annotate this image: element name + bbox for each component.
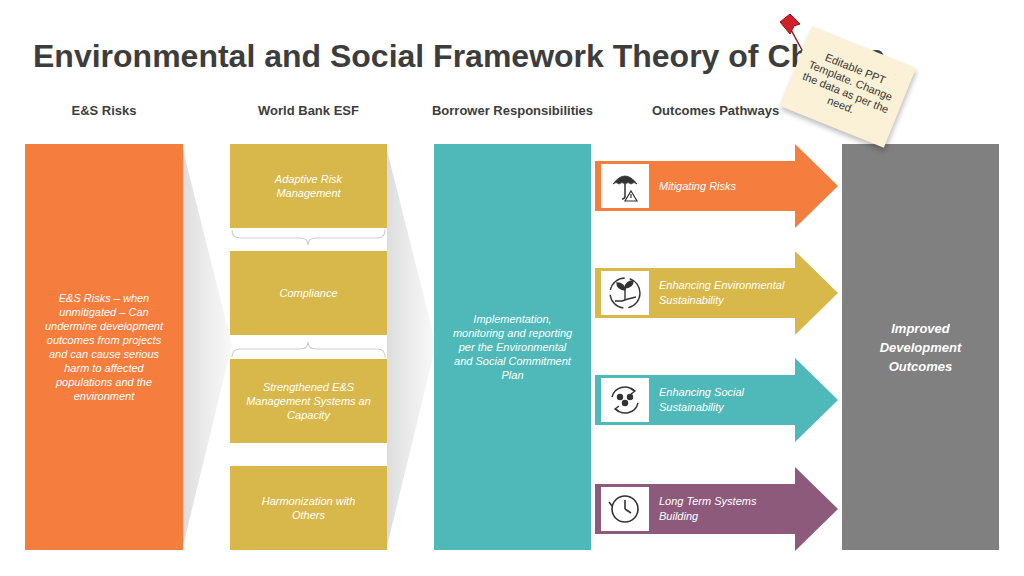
framework-box: Harmonization with Others	[230, 466, 387, 550]
column-header: E&S Risks	[15, 102, 193, 119]
note-text: Editable PPT Template. Change the data a…	[796, 46, 901, 129]
bracket	[232, 342, 385, 357]
risk-box: E&S RisksE&S Risks – when unmitigated – …	[25, 144, 183, 550]
arrow-fill	[595, 467, 838, 551]
node-text: Enhancing Social Sustainability	[659, 375, 789, 425]
node-text: Compliance	[230, 251, 387, 335]
node-text: Improved Development Outcomes	[842, 144, 999, 550]
arrow-fill	[595, 358, 838, 442]
node-text: Harmonization with Others	[230, 466, 387, 550]
responsibility-box: Borrower ResponsibilitiesImplementation,…	[434, 144, 591, 550]
framework-box: Strengthened E&S Management Systems an C…	[230, 359, 387, 443]
node-text: Adaptive Risk Management	[230, 144, 387, 228]
funnel-shape	[183, 150, 232, 546]
column-header: World Bank ESF	[222, 102, 395, 119]
pathway-arrow: Enhancing Social Sustainability	[595, 358, 838, 442]
column-header: Borrower Responsibilities	[424, 102, 601, 119]
pin-head	[780, 14, 800, 34]
node-text: Mitigating Risks	[659, 161, 789, 211]
pathway-arrow: Enhancing Environmental Sustainability	[595, 251, 838, 335]
node-text: Implementation, monitoring and reporting…	[434, 144, 591, 550]
framework-box: Adaptive Risk Management	[230, 144, 387, 228]
arrow-fill	[595, 144, 838, 228]
pathway-arrow: Long Term Systems Building	[595, 467, 838, 551]
bracket	[232, 230, 385, 245]
node-text: Long Term Systems Building	[659, 484, 789, 534]
node-text: Enhancing Environmental Sustainability	[659, 268, 789, 318]
arrow-fill	[595, 251, 838, 335]
pathway-arrow: Mitigating Risks	[595, 144, 838, 228]
framework-box: Compliance	[230, 251, 387, 335]
arrow-shape	[595, 467, 838, 551]
funnel-shape	[387, 150, 436, 546]
node-text: Strengthened E&S Management Systems an C…	[230, 359, 387, 443]
outcome-box: Improved Development Outcomes	[842, 144, 999, 550]
arrow-shape	[595, 251, 838, 335]
diagram-title: Environmental and Social Framework Theor…	[33, 38, 885, 75]
node-text: E&S Risks – when unmitigated – Can under…	[25, 144, 183, 550]
arrow-shape	[595, 358, 838, 442]
push-pin	[776, 12, 810, 56]
